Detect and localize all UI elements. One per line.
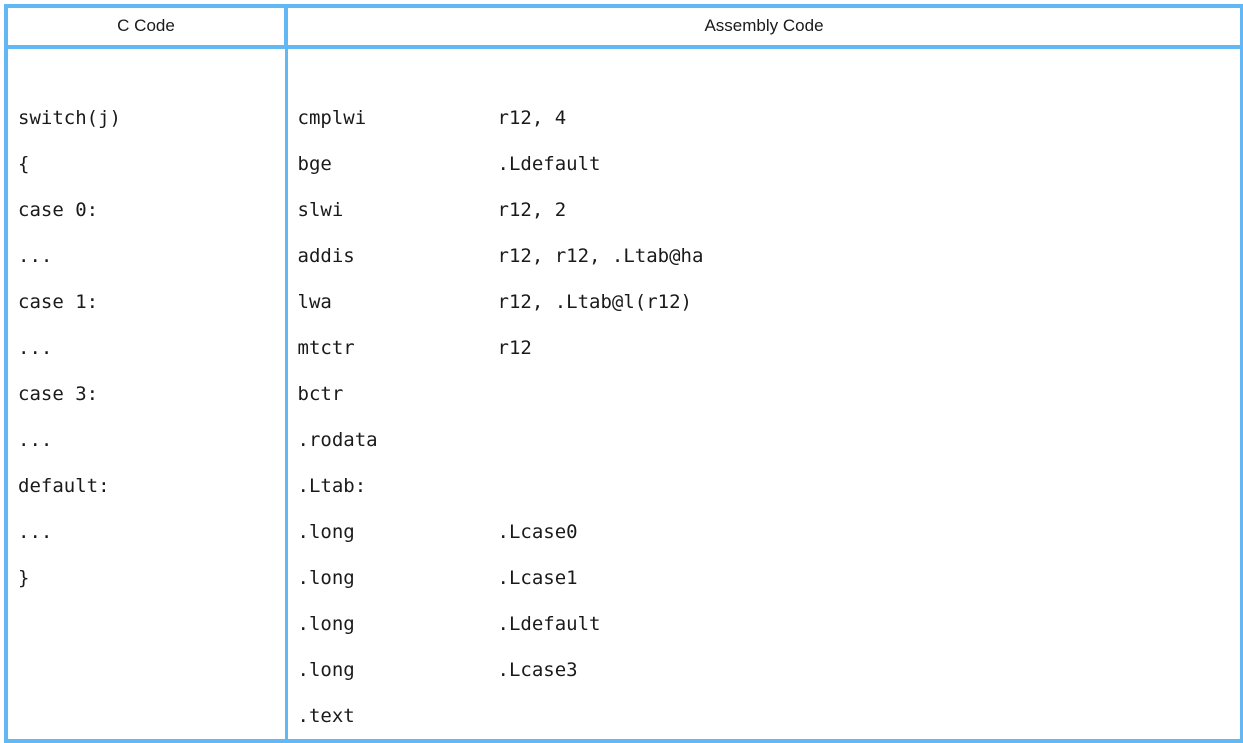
assembly-line: .long .Lcase0 bbox=[297, 520, 1241, 543]
c-code-cell bbox=[4, 693, 288, 743]
header-double-rule-asm bbox=[286, 47, 1243, 95]
assembly-mnemonic: slwi bbox=[297, 198, 344, 221]
assembly-code-cell: addis r12, r12, .Ltab@ha bbox=[286, 233, 1243, 279]
assembly-mnemonic: .long bbox=[297, 658, 355, 681]
c-code-cell: default: bbox=[4, 463, 288, 509]
assembly-code-cell: bge .Ldefault bbox=[286, 141, 1243, 187]
assembly-line: .rodata bbox=[297, 428, 1241, 451]
c-code-cell: ... bbox=[4, 509, 288, 555]
c-code-cell: ... bbox=[4, 417, 288, 463]
table-row: { bge .Ldefault bbox=[4, 141, 1243, 187]
assembly-operand: r12 bbox=[497, 336, 532, 359]
assembly-code-cell: mtctr r12 bbox=[286, 325, 1243, 371]
table-row: switch(j) cmplwi r12, 4 bbox=[4, 95, 1243, 141]
header-double-rule-c bbox=[4, 47, 288, 95]
assembly-operand: .Lcase1 bbox=[497, 566, 578, 589]
assembly-line: cmplwi r12, 4 bbox=[297, 106, 1241, 129]
c-code-cell: { bbox=[4, 141, 288, 187]
assembly-mnemonic: bge bbox=[297, 152, 332, 175]
assembly-mnemonic: .Ltab: bbox=[297, 474, 367, 497]
assembly-line: .text bbox=[297, 704, 1241, 727]
assembly-operand: r12, r12, .Ltab@ha bbox=[497, 244, 704, 267]
header-double-rule bbox=[4, 47, 1243, 95]
table-row: .long .Ldefault bbox=[4, 601, 1243, 647]
c-code-cell bbox=[4, 601, 288, 647]
assembly-line: slwi r12, 2 bbox=[297, 198, 1241, 221]
table-body: switch(j) cmplwi r12, 4 { bge .Ldefault case 0… bbox=[4, 47, 1243, 743]
assembly-line: .long .Ldefault bbox=[297, 612, 1241, 635]
c-code-cell: ... bbox=[4, 325, 288, 371]
assembly-code-cell: bctr bbox=[286, 371, 1243, 417]
assembly-mnemonic: .rodata bbox=[297, 428, 378, 451]
assembly-operand: .Lcase0 bbox=[497, 520, 578, 543]
assembly-code-cell: .long .Lcase0 bbox=[286, 509, 1243, 555]
column-header-assembly-code: Assembly Code bbox=[284, 4, 1243, 49]
table-header: C Code Assembly Code bbox=[4, 4, 1243, 49]
assembly-mnemonic: mtctr bbox=[297, 336, 355, 359]
assembly-code-cell: .long .Lcase1 bbox=[286, 555, 1243, 601]
header-row: C Code Assembly Code bbox=[4, 4, 1243, 49]
assembly-code-cell: .Ltab: bbox=[286, 463, 1243, 509]
assembly-line: bge .Ldefault bbox=[297, 152, 1241, 175]
table-row: .long .Lcase3 bbox=[4, 647, 1243, 693]
assembly-mnemonic: .long bbox=[297, 566, 355, 589]
c-code-cell bbox=[4, 647, 288, 693]
assembly-line: mtctr r12 bbox=[297, 336, 1241, 359]
assembly-code-cell: cmplwi r12, 4 bbox=[286, 95, 1243, 141]
table-row: case 0: slwi r12, 2 bbox=[4, 187, 1243, 233]
table-row: case 3: bctr bbox=[4, 371, 1243, 417]
table-row: ... mtctr r12 bbox=[4, 325, 1243, 371]
table-row: default: .Ltab: bbox=[4, 463, 1243, 509]
assembly-code-cell: .long .Lcase3 bbox=[286, 647, 1243, 693]
c-code-cell: case 3: bbox=[4, 371, 288, 417]
assembly-line: .Ltab: bbox=[297, 474, 1241, 497]
table-row: .text bbox=[4, 693, 1243, 743]
c-code-cell: case 0: bbox=[4, 187, 288, 233]
column-header-c-code: C Code bbox=[4, 4, 288, 49]
code-comparison-table: C Code Assembly Code switch(j) cmplwi r12,… bbox=[4, 4, 1243, 743]
assembly-operand: r12, .Ltab@l(r12) bbox=[497, 290, 692, 313]
assembly-mnemonic: addis bbox=[297, 244, 355, 267]
assembly-mnemonic: .long bbox=[297, 612, 355, 635]
assembly-operand: .Lcase3 bbox=[497, 658, 578, 681]
assembly-code-cell: lwa r12, .Ltab@l(r12) bbox=[286, 279, 1243, 325]
table-row: } .long .Lcase1 bbox=[4, 555, 1243, 601]
assembly-mnemonic: lwa bbox=[297, 290, 332, 313]
assembly-operand: .Ldefault bbox=[497, 152, 601, 175]
table-row: case 1: lwa r12, .Ltab@l(r12) bbox=[4, 279, 1243, 325]
table-row: ... .rodata bbox=[4, 417, 1243, 463]
assembly-operand: r12, 2 bbox=[497, 198, 567, 221]
assembly-code-cell: .text bbox=[286, 693, 1243, 743]
assembly-mnemonic: bctr bbox=[297, 382, 344, 405]
assembly-code-cell: .rodata bbox=[286, 417, 1243, 463]
assembly-line: .long .Lcase3 bbox=[297, 658, 1241, 681]
table-row: ... .long .Lcase0 bbox=[4, 509, 1243, 555]
table-row: ... addis r12, r12, .Ltab@ha bbox=[4, 233, 1243, 279]
assembly-mnemonic: .long bbox=[297, 520, 355, 543]
code-comparison-table-wrapper: C Code Assembly Code switch(j) cmplwi r12,… bbox=[4, 4, 1243, 743]
c-code-cell: ... bbox=[4, 233, 288, 279]
assembly-mnemonic: .text bbox=[297, 704, 355, 727]
assembly-line: bctr bbox=[297, 382, 1241, 405]
c-code-cell: case 1: bbox=[4, 279, 288, 325]
assembly-operand: .Ldefault bbox=[497, 612, 601, 635]
assembly-line: .long .Lcase1 bbox=[297, 566, 1241, 589]
assembly-mnemonic: cmplwi bbox=[297, 106, 367, 129]
c-code-cell: switch(j) bbox=[4, 95, 288, 141]
assembly-operand: r12, 4 bbox=[497, 106, 567, 129]
assembly-line: lwa r12, .Ltab@l(r12) bbox=[297, 290, 1241, 313]
assembly-code-cell: slwi r12, 2 bbox=[286, 187, 1243, 233]
c-code-cell: } bbox=[4, 555, 288, 601]
assembly-code-cell: .long .Ldefault bbox=[286, 601, 1243, 647]
assembly-line: addis r12, r12, .Ltab@ha bbox=[297, 244, 1241, 267]
